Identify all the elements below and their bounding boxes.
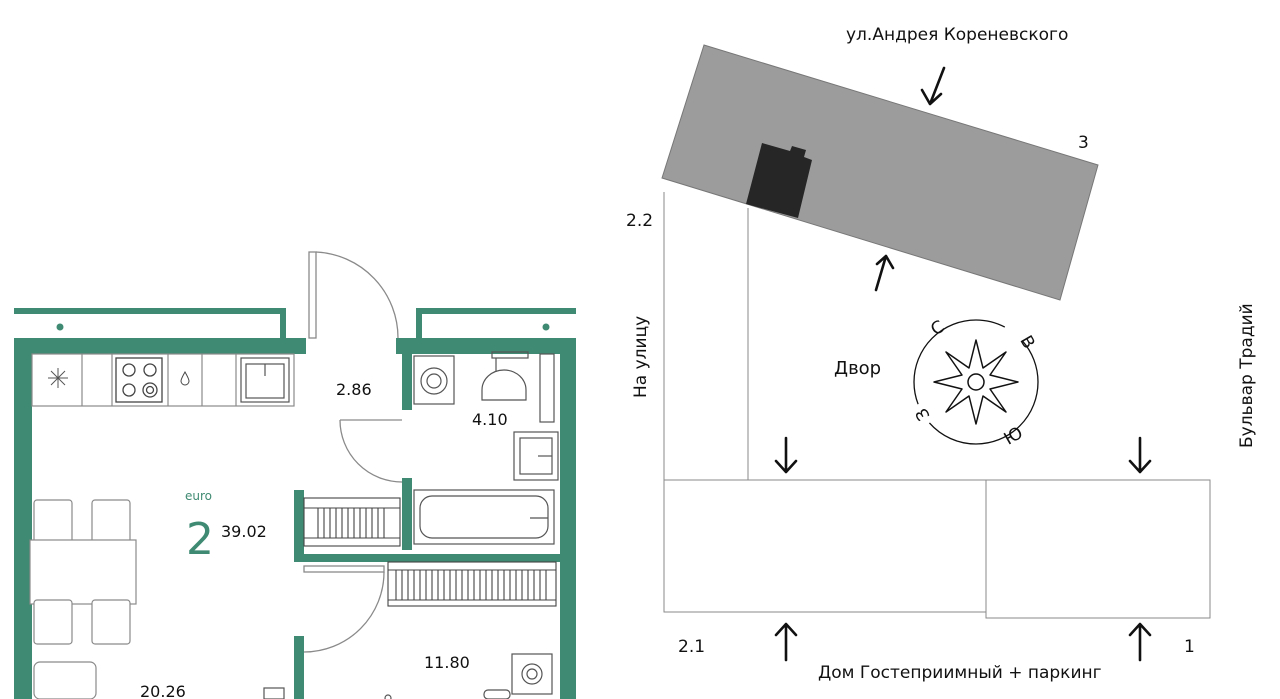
compass-south: Ю [1001,423,1027,450]
bedroom-door[interactable] [303,565,385,653]
street-right-label: Бульвар Традий [1237,303,1257,448]
total-area: 39.02 [221,522,267,541]
balcony-right [416,308,576,340]
building-1[interactable] [985,479,1211,619]
building-3[interactable] [661,44,1099,301]
room-area-hall: 2.86 [336,380,372,399]
stove-icon [115,357,163,403]
balcony-left [14,308,286,340]
room-area-living: 20.26 [140,682,186,699]
dining-table [29,499,137,699]
bedroom-washer-icon [511,653,553,695]
water-drop-icon [180,370,190,386]
building-2-1[interactable] [663,479,987,613]
compass-east: В [1015,332,1038,352]
washing-machine-icon [413,355,455,405]
interior-walls [294,354,560,699]
site-plan: С В Ю З ул.Андрея Кореневского Дом Госте… [626,25,1257,683]
hall-door[interactable] [339,419,403,483]
kitchen-sink-icon [240,357,290,403]
radiator-hall [303,497,401,547]
yard-label: Двор [834,358,881,379]
badge-euro-label: euro [185,489,212,503]
radiator-bedroom [387,561,557,607]
building-1-number: 1 [1184,637,1195,657]
street-left-label: На улицу [631,316,651,398]
toilet-icon [481,351,555,423]
arrow-icon [774,66,1152,662]
fridge-icon [48,368,68,388]
compass-rose: С В Ю З [912,317,1039,450]
floor-plan: 2.86 4.10 11.80 20.26 euro 2 39.02 [14,251,576,699]
compass-star-icon [933,339,1019,425]
bedroom-fixture [263,687,511,699]
room-area-bedroom: 11.80 [424,653,470,672]
badge-room-count: 2 [186,514,214,565]
building-3-number: 3 [1078,133,1089,153]
exterior-walls [14,338,576,699]
bathroom-sink-icon [513,431,559,481]
building-2-2-number: 2.2 [626,211,653,231]
building-2-1-number: 2.1 [678,637,705,657]
entrance-door[interactable] [308,251,399,339]
kitchen-counter [31,353,295,407]
street-top-label: ул.Андрея Кореневского [846,25,1068,45]
compass-west: З [912,404,935,423]
bathtub-icon [413,489,555,545]
room-area-bathroom: 4.10 [472,410,508,429]
street-bottom-label: Дом Гостеприимный + паркинг [818,663,1102,683]
